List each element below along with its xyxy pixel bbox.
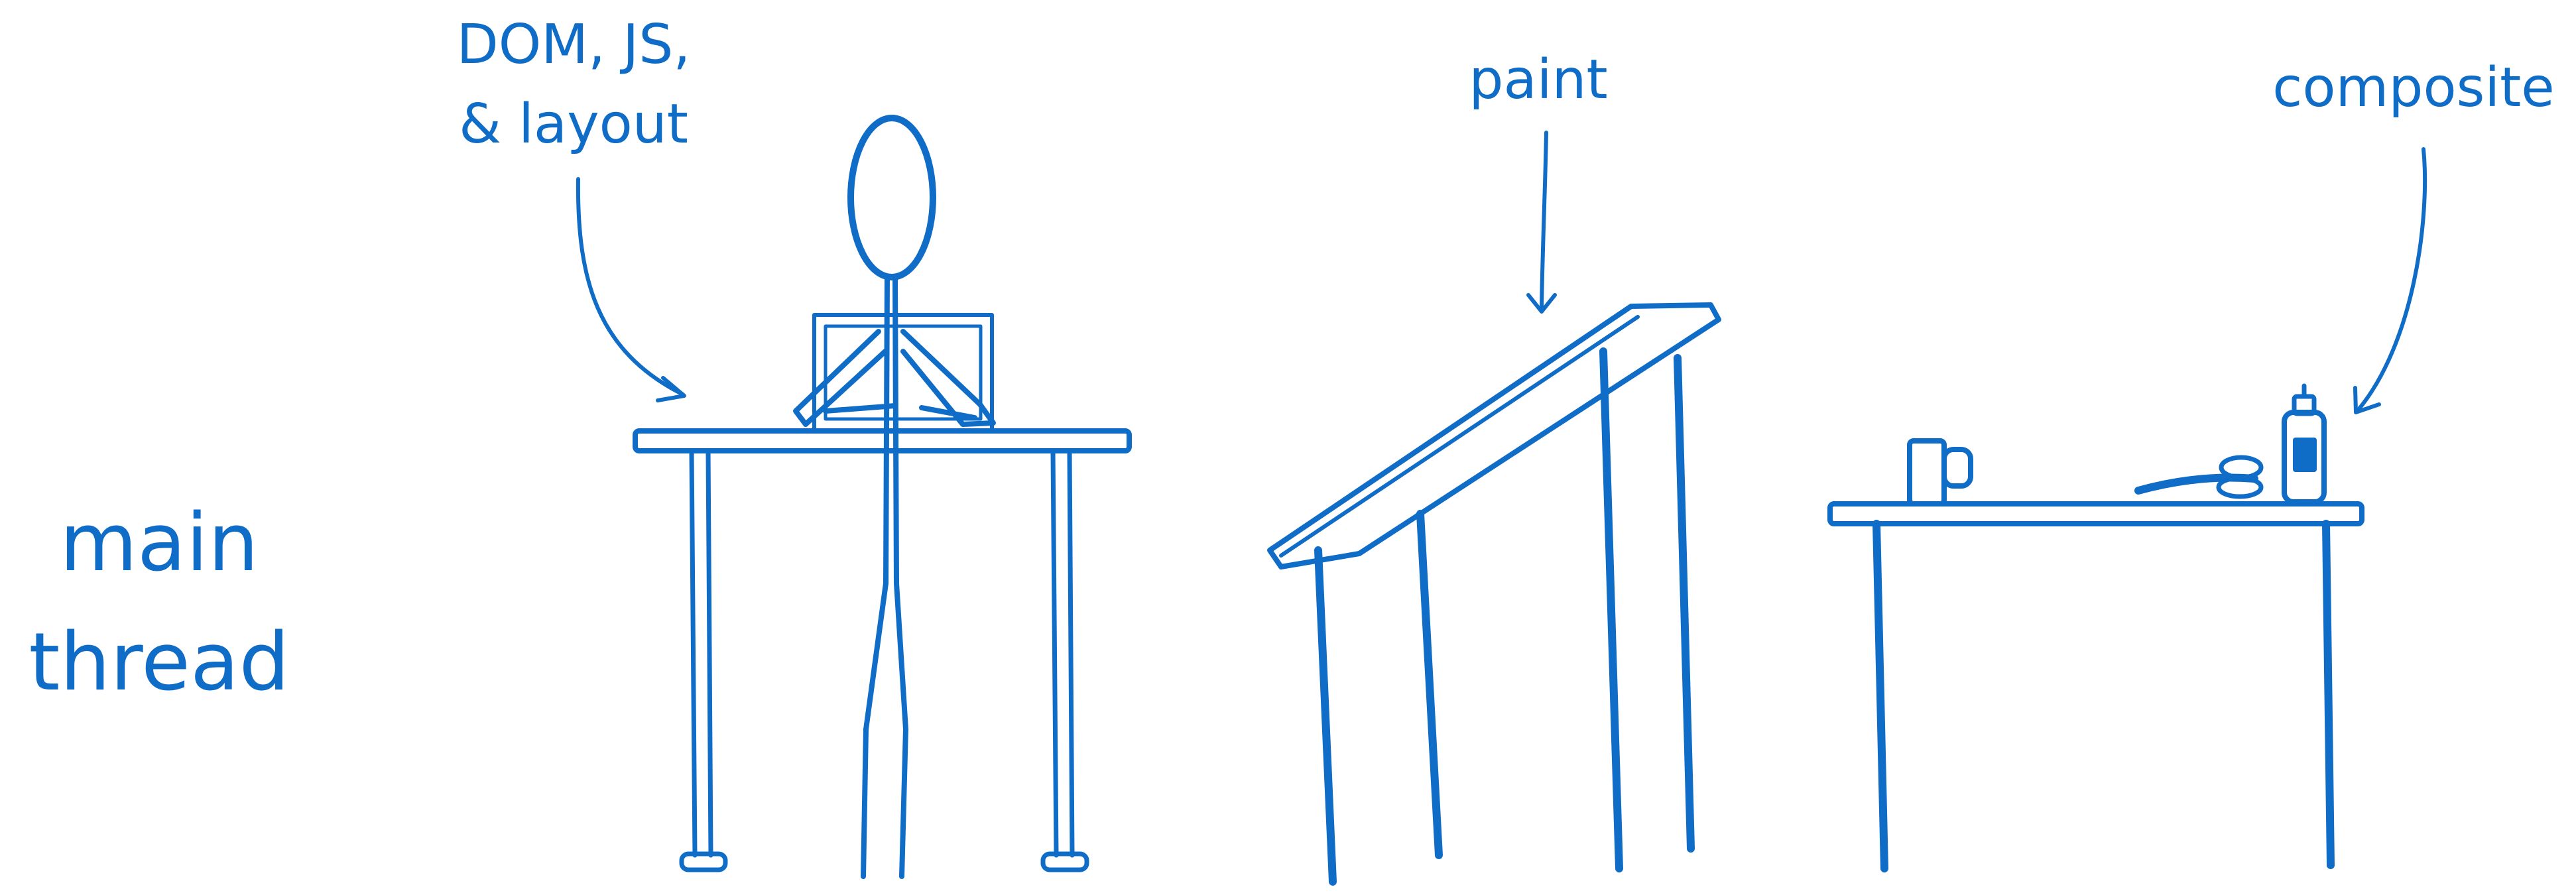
paint-station: paint <box>1267 48 1721 886</box>
dom-js-layout-arrow <box>576 177 686 402</box>
dom-js-layout-station: DOM, JS, & layout <box>457 13 1132 879</box>
mug-icon <box>1907 438 1973 506</box>
paint-arrow <box>1526 131 1557 314</box>
stick-figure-icon <box>793 115 996 879</box>
composite-table <box>1827 501 2364 872</box>
composite-arrow <box>2353 147 2427 414</box>
main-thread-label-line1: main <box>60 497 259 589</box>
paint-label: paint <box>1469 48 1607 111</box>
drafting-table <box>1267 302 1721 886</box>
composite-station: composite <box>1827 56 2555 872</box>
composite-label: composite <box>2272 56 2554 119</box>
laptop-icon <box>812 313 994 433</box>
glue-bottle-icon <box>2282 383 2327 505</box>
scissors-icon <box>2134 455 2264 499</box>
dom-js-layout-label-line1: DOM, JS, <box>457 13 691 76</box>
main-thread-label-line2: thread <box>29 617 289 709</box>
standing-desk <box>633 428 1132 872</box>
dom-js-layout-label-line2: & layout <box>459 93 688 156</box>
